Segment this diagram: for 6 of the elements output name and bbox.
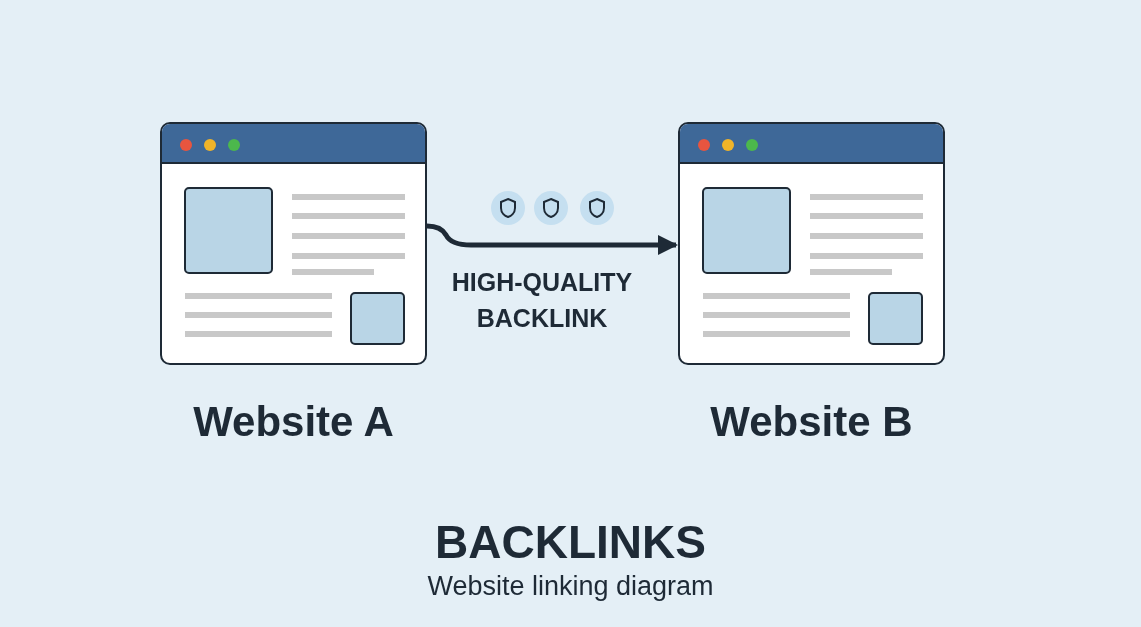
website-label: Website A — [192, 397, 395, 447]
arrow — [426, 223, 678, 255]
title: BACKLINKS — [434, 515, 707, 570]
caption: Website linking diagram — [426, 570, 715, 603]
website-label: Website B — [709, 397, 914, 447]
edge-label: HIGH-QUALITY BACKLINK — [450, 267, 634, 334]
